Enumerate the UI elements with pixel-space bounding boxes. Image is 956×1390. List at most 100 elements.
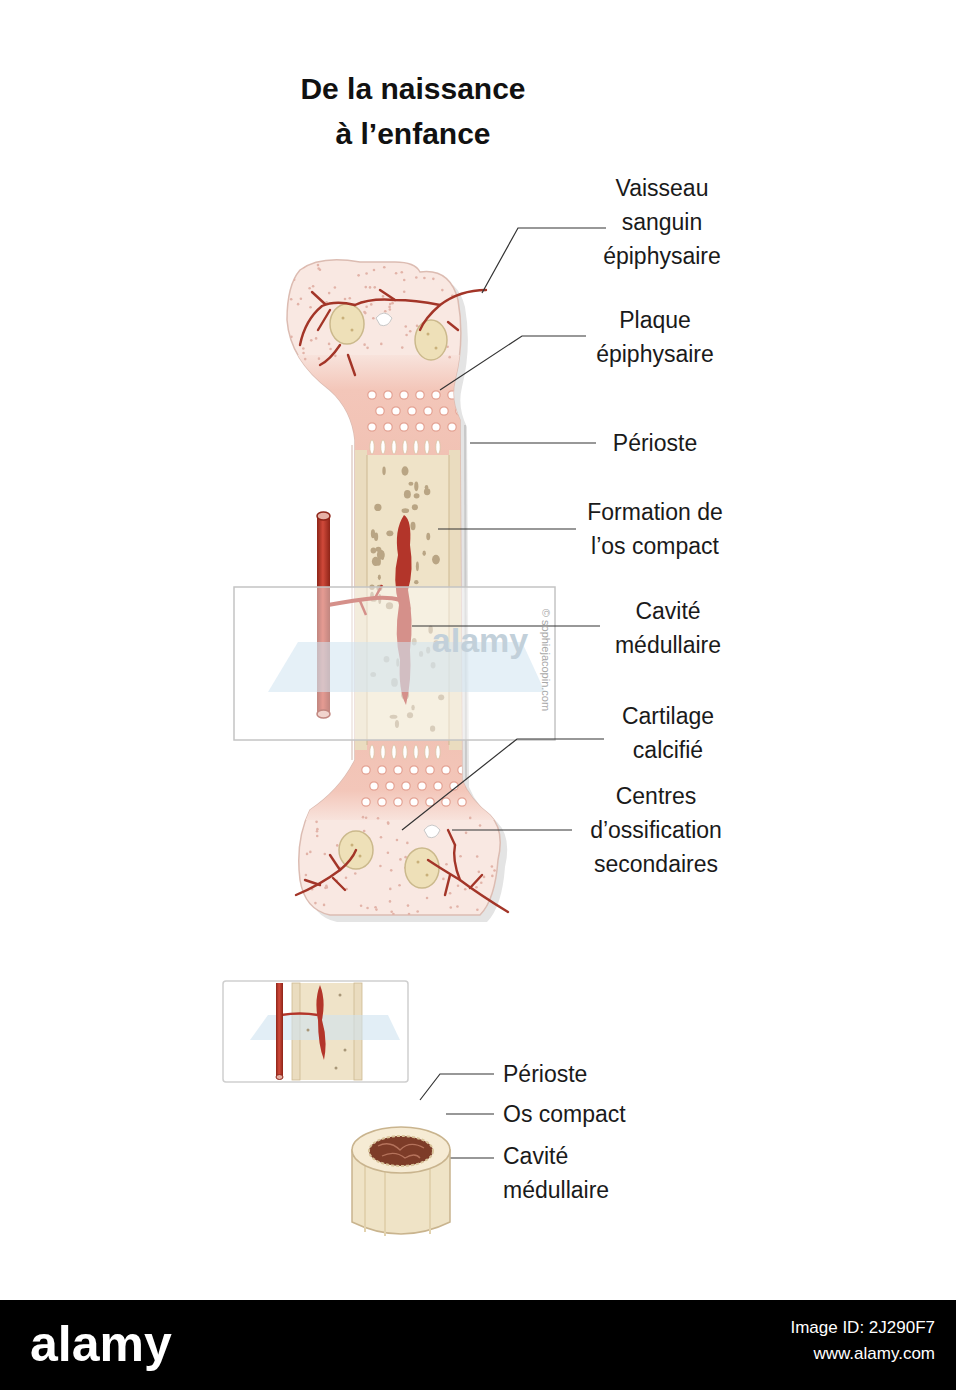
bone-speck: [363, 343, 366, 346]
bone-speck: [290, 336, 293, 339]
cylinder-top: [352, 1127, 450, 1173]
spongy-cavity: [404, 490, 411, 499]
bone-speck: [449, 892, 452, 895]
bone-speck: [316, 830, 319, 833]
spongy-cavity: [422, 550, 425, 555]
spongy-cavity: [402, 466, 409, 475]
chondrocyte-column: [414, 440, 418, 454]
chondrocyte-column: [392, 745, 396, 759]
bone-speck: [408, 913, 411, 916]
bone-speck: [372, 317, 375, 320]
bone-speck: [483, 876, 486, 879]
cartilage-cell: [466, 782, 474, 790]
bone-speck: [403, 279, 406, 282]
bone-speck: [316, 828, 319, 831]
bone-speck: [400, 271, 403, 274]
bone-speck: [363, 311, 366, 314]
bone-speck: [459, 855, 462, 858]
bone-speck: [399, 858, 402, 861]
spongy-cavity: [414, 580, 418, 584]
spongy-cavity: [424, 488, 430, 495]
bone-speck: [318, 357, 321, 360]
bone-speck: [475, 886, 478, 889]
spongy-cavity: [374, 532, 378, 541]
bone-speck: [387, 851, 390, 854]
cartilage-cell: [448, 391, 456, 399]
bone-speck: [373, 286, 376, 289]
spongy-cavity: [414, 493, 420, 498]
bone-speck: [382, 295, 385, 298]
cartilage-cell: [368, 423, 376, 431]
part-label: Périoste: [503, 1057, 673, 1091]
bone-speck: [366, 347, 369, 350]
bone-speck: [306, 853, 309, 856]
bone-speck: [336, 844, 339, 847]
spongy-cavity: [374, 504, 381, 511]
chondrocyte-column: [436, 440, 440, 454]
cartilage-cell: [368, 391, 376, 399]
cartilage-cell: [416, 423, 424, 431]
cartilage-cell: [432, 423, 440, 431]
bone-speck: [360, 904, 363, 907]
bone-speck: [309, 851, 312, 854]
bone-speck: [416, 325, 419, 328]
bone-speck: [302, 347, 305, 350]
part-label: Vaisseau sanguin épiphysaire: [587, 171, 737, 273]
spongy-cavity: [414, 482, 418, 492]
cartilage-cell: [378, 766, 386, 774]
part-label: Centres d’ossification secondaires: [566, 779, 746, 881]
bone-speck: [405, 334, 408, 337]
bone-speck: [328, 343, 331, 346]
bone-speck: [491, 865, 494, 868]
bone-speck: [373, 269, 376, 272]
bone-speck: [344, 298, 347, 301]
cartilage-cell: [378, 798, 386, 806]
bone-speck: [442, 878, 445, 881]
image-url: www.alamy.com: [675, 1342, 935, 1366]
bone-speck: [469, 817, 472, 820]
chondrocyte-column: [403, 440, 407, 454]
bone-speck: [401, 346, 404, 349]
bone-speck: [304, 358, 307, 361]
bone-speck: [297, 303, 300, 306]
part-label: Os compact: [503, 1097, 673, 1131]
bone-speck: [388, 306, 391, 309]
spongy-cavity: [408, 482, 413, 486]
image-id: Image ID: 2J290F7: [675, 1316, 935, 1340]
bone-speck: [441, 289, 444, 292]
bone-speck: [380, 343, 383, 346]
bone-speck: [390, 910, 393, 913]
bone-speck: [365, 816, 368, 819]
bone-speck: [479, 824, 482, 827]
copyright-watermark: © sophiejacopin.com: [539, 580, 553, 740]
cartilage-cell: [392, 407, 400, 415]
cartilage-cell: [362, 766, 370, 774]
bone-speck: [317, 264, 320, 267]
bone-speck: [389, 308, 392, 311]
epiphyseal-plate: [280, 735, 520, 820]
leader-lines: [402, 228, 606, 1158]
bone-speck: [415, 276, 418, 279]
chondrocyte-column: [392, 440, 396, 454]
bone-speck: [315, 821, 318, 824]
watermark: alamy: [400, 620, 560, 660]
bone-speck: [315, 337, 318, 340]
bone-speck: [374, 906, 377, 909]
bone-speck: [387, 822, 390, 825]
bone-speck: [423, 277, 426, 280]
bone-speck: [290, 298, 293, 301]
bone-speck: [314, 902, 317, 905]
bone-speck: [383, 266, 386, 269]
bone-speck: [449, 906, 452, 909]
bone-speck: [389, 888, 392, 891]
bone-speck: [409, 330, 412, 333]
chondrocyte-column: [425, 440, 429, 454]
cartilage-cell: [426, 766, 434, 774]
bone-speck: [325, 885, 328, 888]
bone-speck: [362, 816, 365, 819]
spongy-cavity: [402, 508, 410, 513]
bone-speck: [317, 267, 320, 270]
chondrocyte-column: [381, 440, 385, 454]
bone-speck: [445, 863, 448, 866]
cartilage-cell: [410, 766, 418, 774]
